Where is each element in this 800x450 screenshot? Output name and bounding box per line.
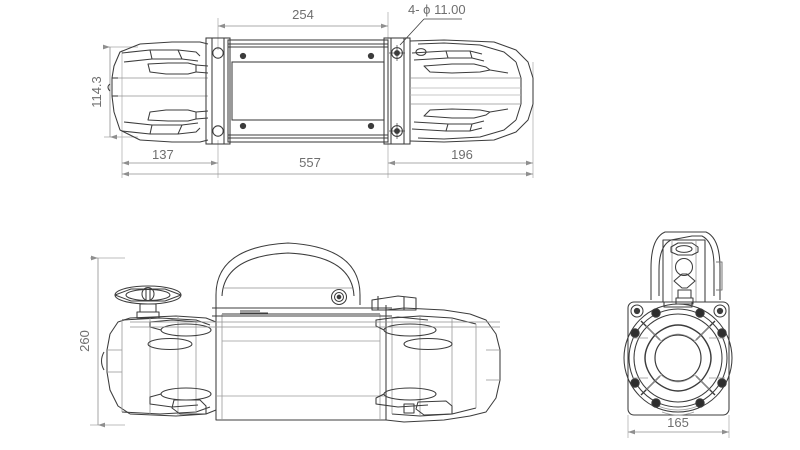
mount-hole-top-right (389, 45, 405, 61)
top-view-left-footplate (205, 37, 231, 145)
end-view-geometry (623, 231, 733, 416)
dimension-165-label: 165 (667, 415, 689, 430)
motor-port-mid (333, 291, 345, 303)
dimension-196: 196 (388, 147, 533, 166)
cable-port (674, 257, 694, 277)
dimension-196-label: 196 (451, 147, 473, 162)
outer-ring-2 (628, 308, 728, 408)
dimension-114-3: 114.3 (89, 44, 118, 140)
dimension-557: 557 (122, 155, 533, 177)
mount-hole-bottom-left (212, 125, 224, 137)
outer-ring-1 (623, 303, 733, 413)
hole-callout-label: 4- ϕ 11.00 (408, 2, 466, 17)
front-view-geometry (100, 242, 501, 423)
dimension-260: 260 (77, 255, 106, 428)
rivet-top-left (239, 52, 247, 60)
outer-ring-3 (633, 313, 723, 403)
top-view-geometry (107, 41, 209, 143)
top-view-drum-body (227, 39, 389, 143)
hub-circle (654, 334, 702, 382)
dimension-254: 254 (218, 7, 388, 29)
rivet-bottom-right (367, 122, 375, 130)
rivet-top-right (367, 52, 375, 60)
mount-hole-bottom-right (389, 123, 405, 139)
dimension-114-3-label: 114.3 (89, 76, 104, 108)
motor-port-outer (330, 288, 348, 306)
top-view-right-cluster (409, 39, 534, 143)
top-view: 254 4- ϕ 11.00 114.3 137 196 557 (89, 2, 534, 178)
top-view-right-footplate (383, 37, 411, 145)
rivet-bottom-left (239, 122, 247, 130)
dimension-254-label: 254 (292, 7, 314, 22)
access-port (415, 48, 427, 56)
dimension-557-label: 557 (299, 155, 321, 170)
dimension-260-label: 260 (77, 330, 92, 352)
dimension-137: 137 (122, 147, 218, 166)
hole-callout: 4- ϕ 11.00 (399, 2, 466, 46)
end-view: 165 (623, 231, 733, 438)
right-small-boss (403, 403, 415, 414)
mount-hole-top-left (212, 47, 224, 59)
front-view: 260 (77, 242, 501, 428)
dimension-165: 165 (628, 415, 729, 435)
corner-bolts (630, 304, 727, 318)
dimension-137-label: 137 (152, 147, 174, 162)
face-studs (630, 308, 727, 408)
motor-port-inner (336, 294, 342, 300)
